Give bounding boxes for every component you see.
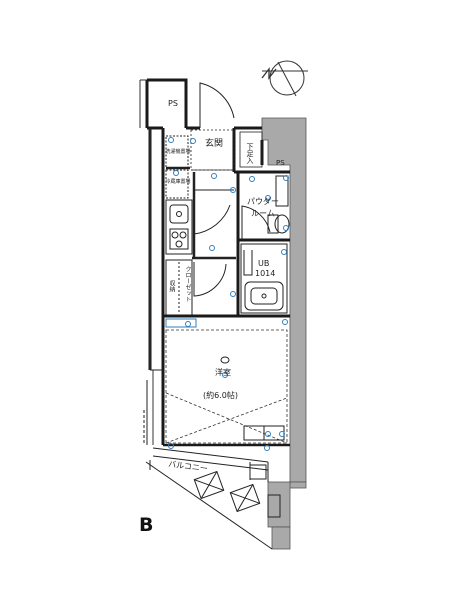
- ceiling-light-icon: [220, 356, 230, 364]
- ub-label: UB: [258, 259, 270, 268]
- shoes-label: 下足入: [246, 143, 254, 164]
- balcony-area: [145, 447, 273, 550]
- plan-type-label: B: [139, 514, 154, 536]
- fridge-label: 冷蔵庫置場: [165, 179, 191, 185]
- genkan-label: 玄関: [205, 139, 224, 149]
- electrical-markers: [168, 137, 289, 451]
- ps-top-label: PS: [168, 99, 178, 108]
- hallway-door: [192, 172, 234, 258]
- ub-size: 1014: [255, 269, 276, 278]
- bedroom-size: (約6.0帖): [203, 391, 238, 400]
- outer-wall-gray: [261, 117, 307, 550]
- unit-bath: [240, 243, 288, 314]
- washer-label: 洗濯機置場: [165, 149, 191, 155]
- kitchen-counter: [165, 199, 193, 255]
- balcony-hatches: [193, 470, 281, 518]
- powder-room-label: パウダールーム: [247, 197, 279, 218]
- closet-label: 収納: [168, 280, 175, 292]
- genkan-area: [190, 129, 263, 171]
- bedroom-walls: [163, 314, 290, 447]
- ps-right-label: PS: [276, 159, 285, 167]
- bedroom-label: 洋室: [215, 368, 231, 377]
- left-utility-boxes: [165, 135, 190, 199]
- entry-door: [199, 82, 235, 128]
- storage-label: クローゼット: [184, 266, 191, 302]
- powder-room-fixtures: [241, 175, 290, 240]
- left-exterior-wall: [139, 79, 154, 445]
- storage-area: [165, 256, 236, 317]
- distribution-board: [165, 318, 197, 328]
- bedroom-window: [143, 369, 163, 445]
- compass-icon: [261, 60, 308, 97]
